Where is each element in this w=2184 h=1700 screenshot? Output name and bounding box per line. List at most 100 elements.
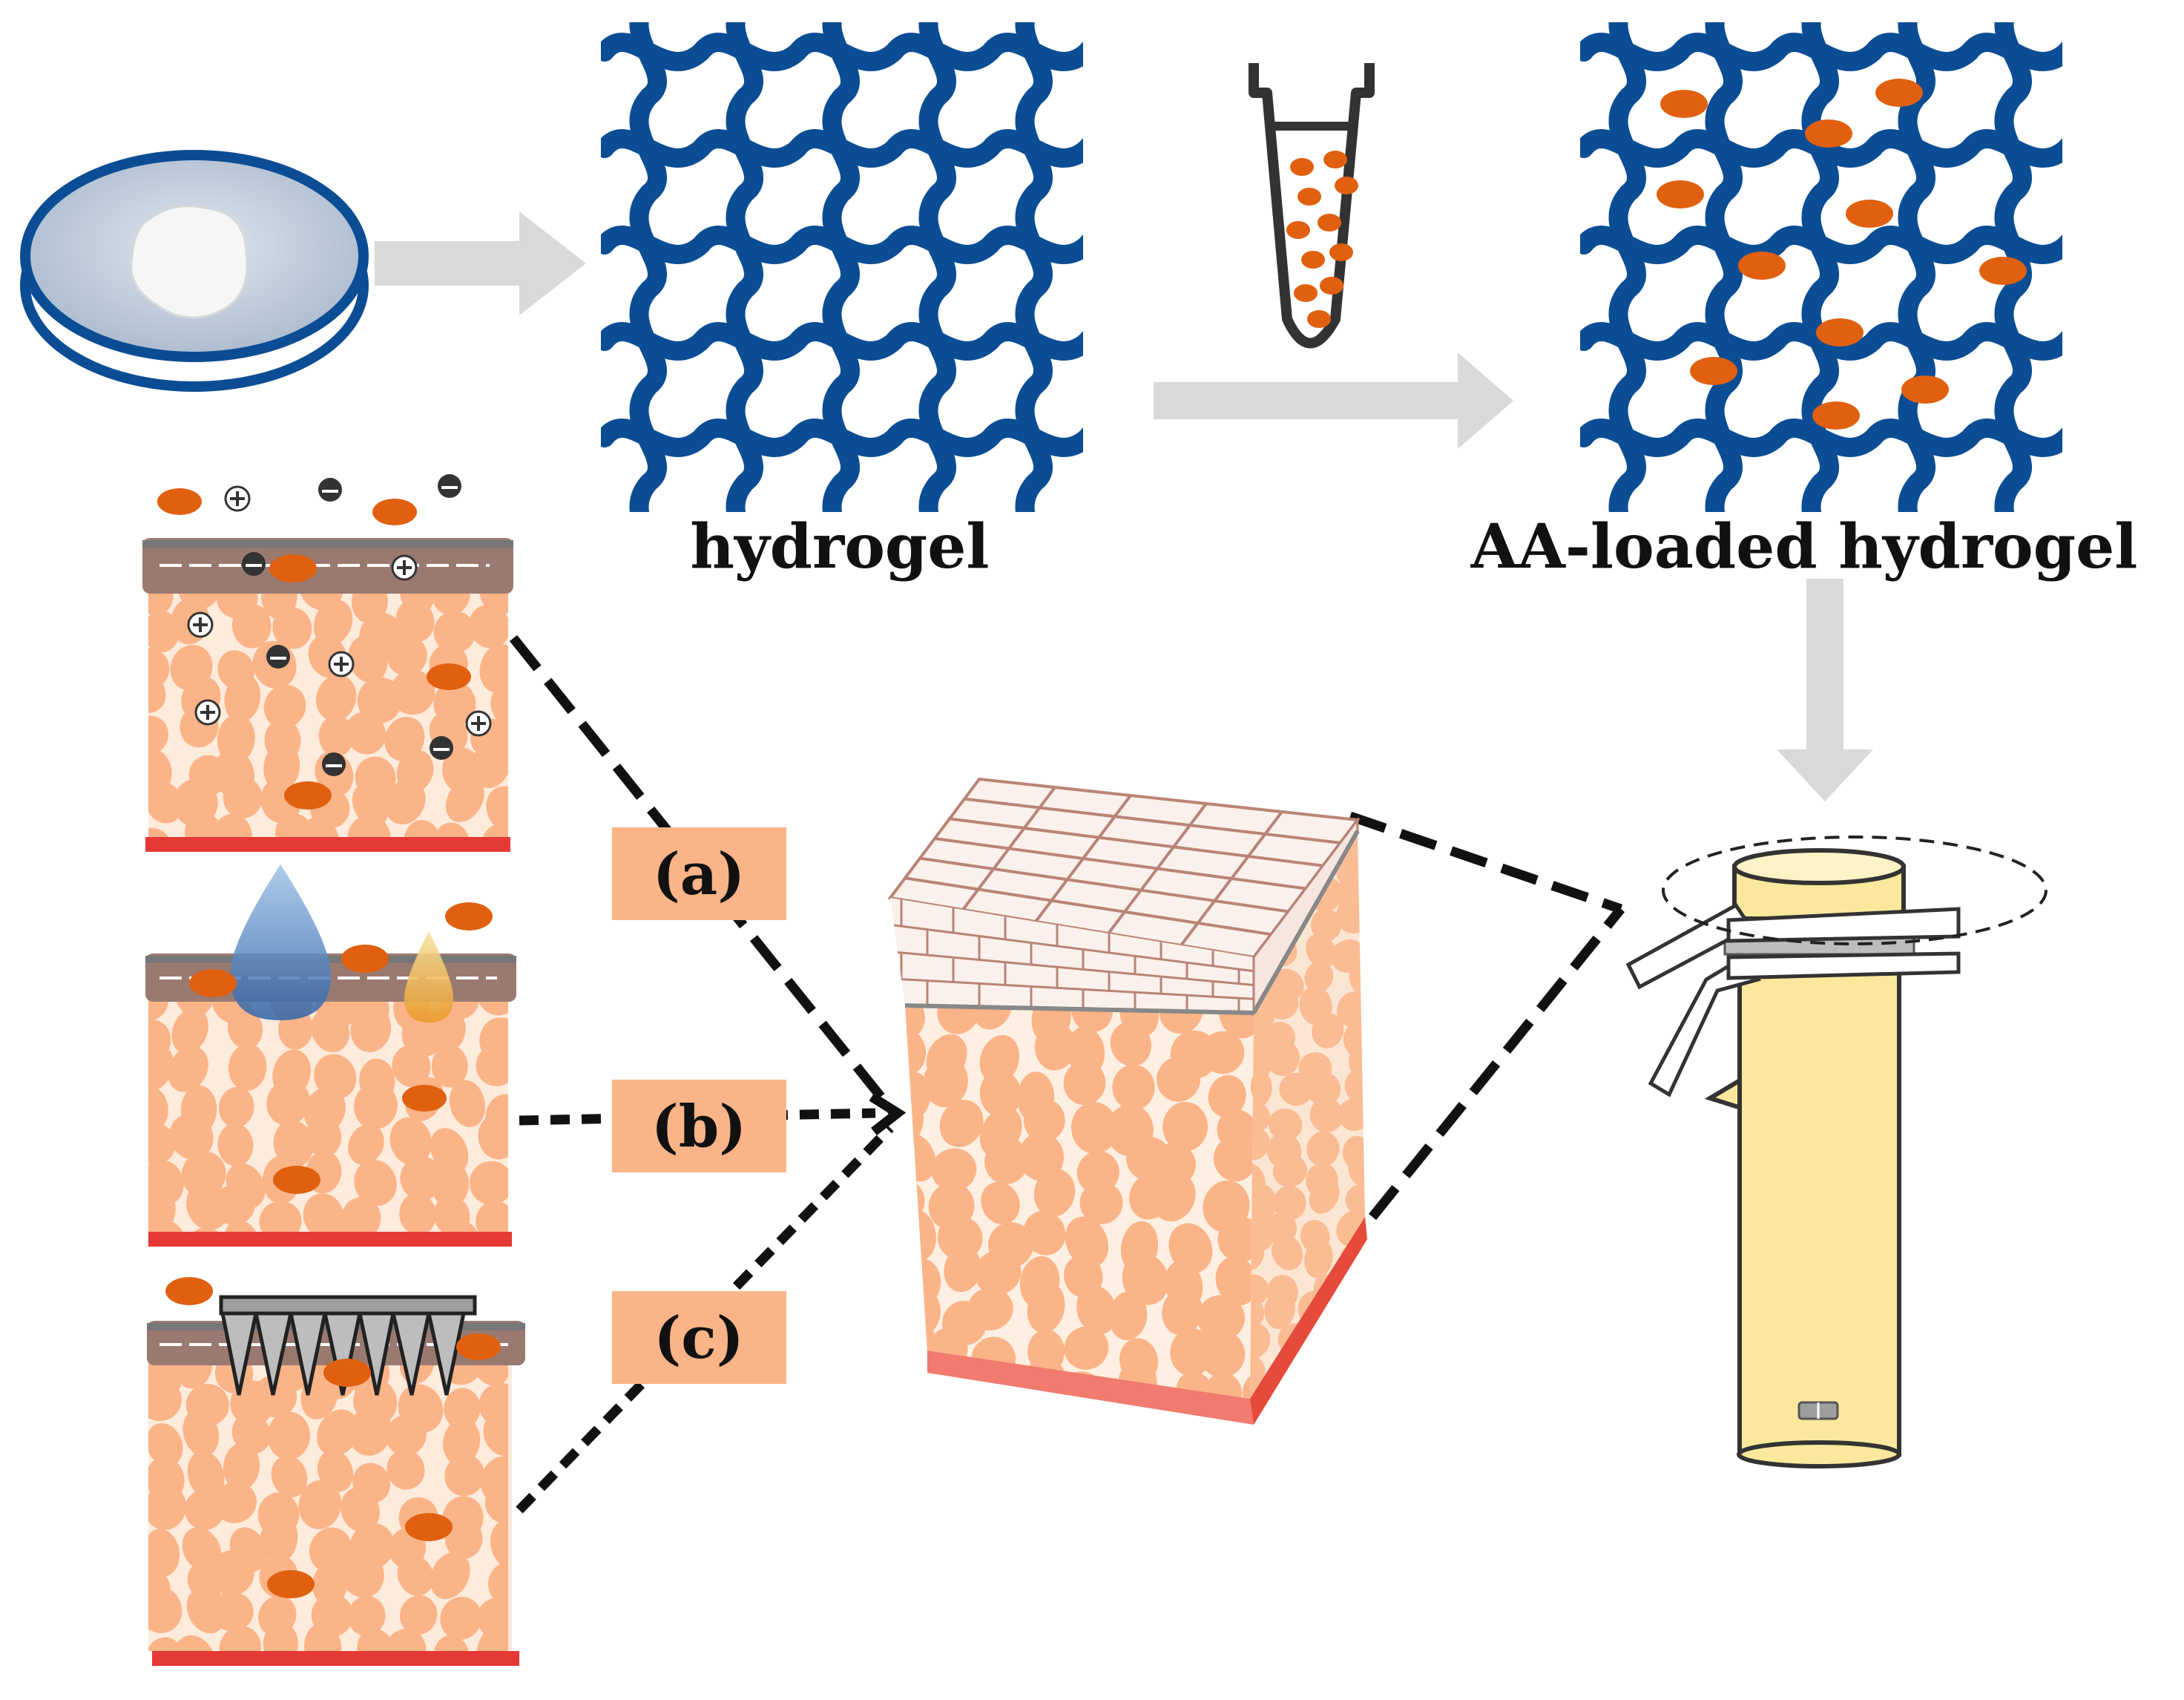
skin-cell (1375, 844, 1417, 885)
skin-cell (403, 820, 442, 838)
skin-cell (1250, 1274, 1269, 1307)
skin-cell (1070, 1102, 1118, 1155)
network-strand (1801, 22, 1839, 512)
drug-particle (1816, 318, 1864, 347)
drug-particle (1323, 151, 1347, 168)
drug-particle (1329, 243, 1353, 261)
network-strand (601, 322, 1083, 361)
skin-cell (1374, 1097, 1410, 1136)
skin-cell (313, 599, 353, 646)
skin-cell (340, 1549, 384, 1598)
skin-block-icon (882, 777, 1417, 1451)
skin-cell (174, 998, 214, 1017)
stratum-grid-line (949, 817, 1323, 867)
stratum-grid-line (964, 797, 1341, 844)
network-strand (726, 22, 763, 512)
skin-cell (148, 1422, 183, 1467)
skin-cell (341, 1487, 380, 1533)
skin-cell (516, 1153, 566, 1207)
skin-cell (1338, 1098, 1365, 1132)
tissue-panel-b (145, 864, 579, 1247)
skin-cell (148, 1529, 180, 1577)
skin-cell (212, 1185, 255, 1226)
skin-cell (148, 1219, 186, 1239)
skin-cell (1112, 1064, 1155, 1111)
skin-cell (171, 1008, 208, 1054)
skin-cell (488, 1562, 508, 1609)
skin-cell (446, 777, 484, 823)
network-strand (918, 22, 956, 512)
skin-cell (443, 1418, 481, 1466)
skin-cell (1345, 1411, 1378, 1451)
skin-cell (266, 1079, 310, 1126)
skin-cell (353, 1082, 398, 1129)
stratum-grid-line (1107, 802, 1208, 935)
skin-cell (518, 1179, 579, 1240)
skin-cell (1279, 1072, 1313, 1106)
skin-cell (148, 998, 168, 1022)
skin-cell (312, 1562, 349, 1605)
skin-cell (1157, 1057, 1201, 1102)
skin-cell (169, 1113, 214, 1160)
skin-cell (479, 643, 508, 693)
skin-cell (1027, 1282, 1065, 1333)
anion-icon (438, 474, 461, 498)
skin-cell (1199, 1330, 1246, 1378)
skin-cell (1213, 1137, 1254, 1182)
anion-icon (242, 552, 266, 576)
skin-cell (384, 1629, 427, 1651)
skin-cell (395, 599, 435, 643)
skin-cell (217, 1123, 254, 1166)
drug-particle (1301, 251, 1325, 269)
anion-icon (322, 752, 346, 776)
dry-sample-icon (130, 205, 249, 319)
skin-cell (449, 1080, 486, 1127)
skin-cell (1208, 1074, 1246, 1118)
skin-cell (477, 1625, 508, 1651)
skin-cell (931, 1148, 977, 1192)
skin-cell (182, 1409, 220, 1457)
tag-b: (b) (612, 1080, 786, 1172)
skin-cell (224, 674, 261, 723)
skin-cell (1299, 1383, 1330, 1399)
skin-cell (1365, 953, 1401, 994)
skin-cell (1365, 1241, 1407, 1287)
skin-cell (1368, 1316, 1406, 1358)
skin-cell (399, 1193, 436, 1235)
network-strand (1580, 419, 2062, 457)
process-arrow-1 (375, 211, 586, 315)
stratum-grid-line (919, 856, 1289, 913)
skin-cell (1374, 990, 1414, 1029)
tag-a: (a) (612, 827, 786, 920)
drug-particle (1290, 158, 1314, 176)
skin-cell (1063, 1060, 1106, 1106)
skin-cell (148, 1585, 182, 1633)
skin-cell (1266, 1040, 1300, 1077)
skin-cell (397, 1555, 434, 1596)
skin-cell (515, 1043, 556, 1087)
skin-cell (347, 1595, 386, 1636)
skin-cell (979, 1070, 1022, 1118)
skin-cell (148, 671, 166, 713)
skin-cell (1023, 1098, 1065, 1142)
skin-cell (1079, 1181, 1123, 1224)
skin-cell (444, 1388, 481, 1429)
cation-icon (328, 651, 355, 677)
eppendorf-tube-icon (1249, 63, 1375, 349)
skin-cell (1378, 1294, 1410, 1333)
network-strand (601, 129, 1083, 168)
skin-cell (1162, 1101, 1208, 1152)
drug-particle (1812, 401, 1860, 430)
skin-cell (1366, 1267, 1410, 1310)
drug-particle (1738, 252, 1786, 280)
skin-cell (311, 1008, 350, 1052)
skin-cell (882, 1401, 927, 1446)
skin-cell (1201, 1031, 1245, 1074)
skin-cell (1375, 872, 1410, 913)
hydrogel-label: hydrogel (690, 511, 989, 582)
skin-cell (148, 1123, 177, 1164)
skin-cell (905, 1132, 936, 1182)
drug-particle (1318, 214, 1341, 232)
skin-cell (187, 1451, 225, 1500)
